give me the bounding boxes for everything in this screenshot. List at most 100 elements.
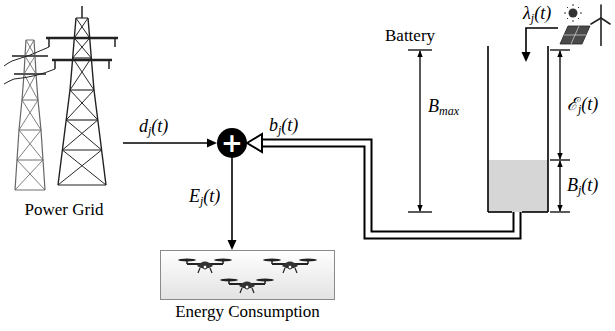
- svg-line: [240, 288, 242, 293]
- svg-circle: [569, 9, 578, 18]
- svg-line: [564, 13, 566, 14]
- svg-line: [550, 49, 570, 50]
- svg-ellipse: [263, 259, 281, 262]
- svg-line: [487, 46, 489, 212]
- tower-arms: [4, 6, 118, 84]
- svg-line: [25, 56, 36, 74]
- power-tower: [15, 18, 106, 190]
- svg-line: [24, 56, 35, 74]
- svg-ellipse: [256, 279, 274, 282]
- svg-line: [15, 160, 43, 190]
- svg-line: [74, 18, 88, 38]
- svg-line: [15, 190, 45, 191]
- svg-line: [210, 268, 212, 273]
- svg-line: [17, 160, 43, 161]
- renewable-source: [558, 4, 612, 48]
- svg-line: [198, 268, 200, 273]
- svg-polyline: [261, 143, 517, 235]
- svg-line: [559, 51, 560, 159]
- svg-line: [62, 150, 106, 185]
- svg-line: [17, 160, 45, 190]
- svg-line: [252, 288, 254, 293]
- svg-polygon: [207, 139, 217, 148]
- svg-line: [52, 59, 112, 62]
- sum-junction: +: [217, 128, 247, 158]
- svg-line: [66, 120, 101, 150]
- svg-line: [567, 18, 568, 19]
- svg-line: [550, 211, 570, 212]
- svg-path: [239, 282, 255, 289]
- svg-line: [70, 90, 98, 120]
- svg-polyline: [123, 142, 209, 144]
- svg-line: [580, 13, 582, 14]
- subscript: j: [200, 194, 203, 208]
- edge-label: Ej(t): [188, 186, 221, 207]
- dimension-arrows: [408, 50, 570, 212]
- svg-line: [419, 51, 420, 211]
- svg-circle: [288, 265, 292, 269]
- svg-line: [70, 89, 94, 90]
- svg-line: [66, 119, 98, 120]
- node-label: Power Grid: [25, 200, 104, 220]
- svg-g: [564, 4, 582, 22]
- svg-line: [108, 60, 110, 69]
- svg-polyline: [261, 143, 517, 235]
- svg-line: [559, 161, 560, 211]
- flow-arrow: [123, 139, 217, 148]
- svg-line: [550, 159, 570, 160]
- node-label: Battery: [385, 26, 435, 46]
- svg-line: [600, 18, 602, 46]
- svg-polygon: [560, 26, 590, 44]
- svg-polygon: [228, 240, 237, 250]
- svg-polyline: [58, 18, 76, 185]
- dimension-label: Bj(t): [566, 175, 599, 196]
- svg-line: [578, 7, 579, 8]
- edge-label: λj(t): [522, 3, 552, 24]
- svg-line: [571, 26, 579, 44]
- subscript: j: [148, 124, 151, 138]
- svg-line: [46, 37, 118, 40]
- svg-polygon: [522, 52, 531, 62]
- edge-label: dj(t): [138, 116, 169, 137]
- svg-ellipse: [214, 259, 232, 262]
- svg-line: [17, 130, 41, 160]
- svg-polyline: [88, 18, 106, 185]
- svg-line: [488, 211, 512, 213]
- battery: Battery: [383, 24, 553, 212]
- drone-icons: [178, 259, 317, 293]
- svg-ellipse: [220, 279, 238, 282]
- dimension-label: ℰj(t): [566, 94, 599, 115]
- node-label: Energy Consumption: [175, 302, 320, 322]
- subscript: max: [439, 104, 459, 118]
- svg-line: [48, 38, 50, 47]
- svg-line: [547, 46, 549, 212]
- svg-line: [66, 90, 94, 120]
- svg-line: [73, 58, 94, 90]
- svg-line: [22, 100, 38, 101]
- svg-circle: [203, 265, 207, 269]
- edge-label: bj(t): [268, 115, 299, 136]
- svg-line: [114, 38, 116, 47]
- svg-line: [54, 60, 56, 69]
- subscript: j: [531, 11, 534, 25]
- svg-path: [4, 79, 14, 84]
- svg-line: [408, 211, 432, 212]
- svg-line: [567, 7, 568, 8]
- subscript: j: [578, 183, 581, 197]
- svg-path: [4, 61, 12, 66]
- svg-line: [58, 150, 102, 185]
- svg-line: [600, 5, 602, 18]
- svg-line: [62, 149, 101, 150]
- node-label: +: [221, 130, 243, 156]
- svg-polyline: [231, 158, 233, 242]
- subscript: j: [578, 102, 581, 116]
- svg-line: [573, 20, 574, 22]
- battery-tank: [488, 46, 548, 212]
- flow-arrow: [228, 158, 237, 250]
- svg-g: [591, 5, 610, 24]
- svg-line: [601, 18, 610, 24]
- svg-line: [62, 120, 97, 150]
- svg-line: [578, 18, 579, 19]
